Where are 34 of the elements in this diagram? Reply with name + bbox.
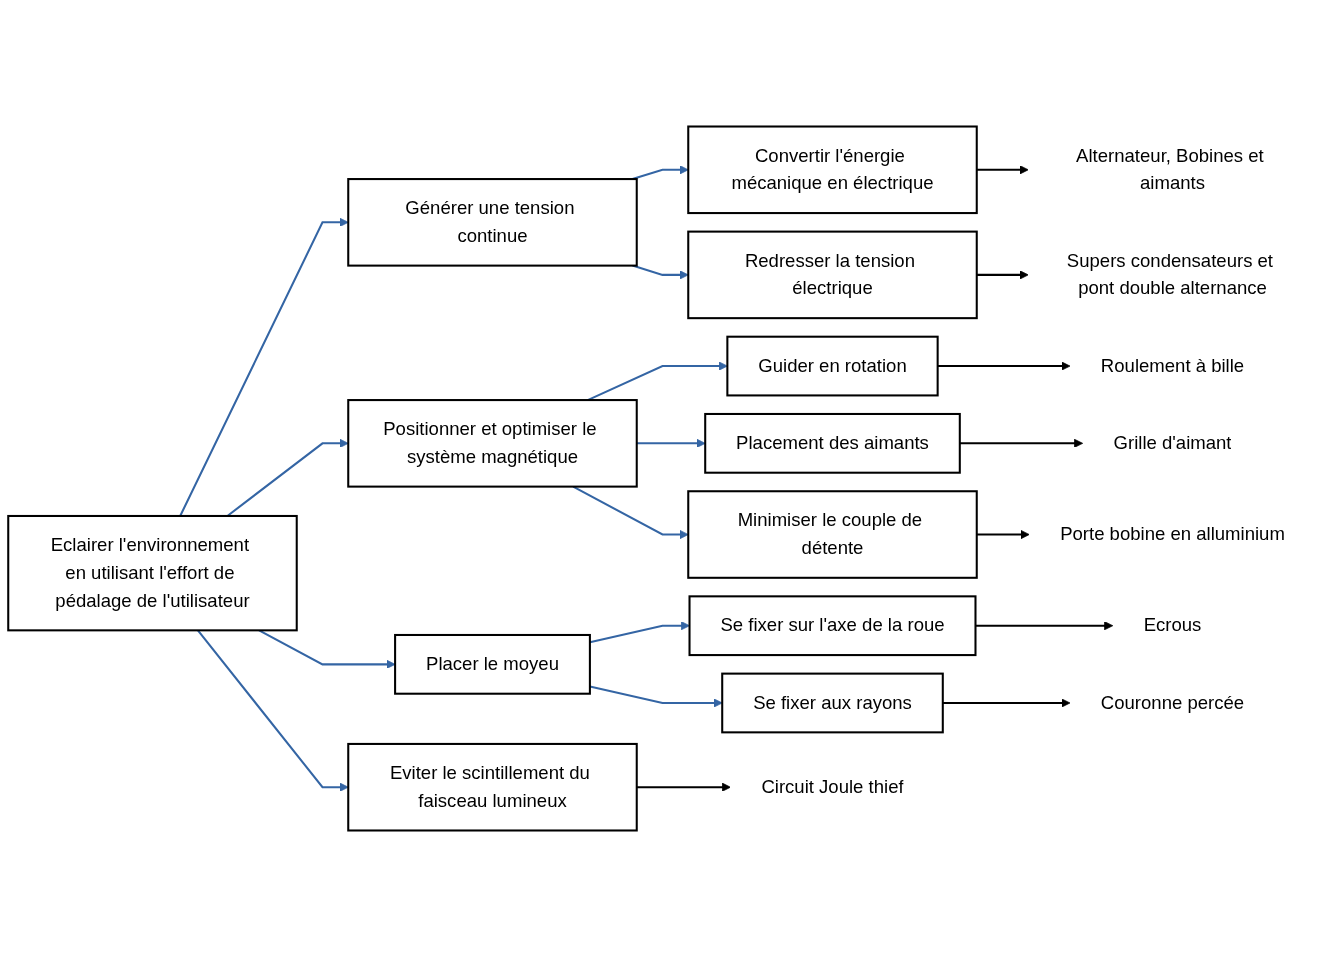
- node-text: Ecrous: [1143, 614, 1202, 636]
- arrow: [587, 361, 728, 401]
- node-text: Grille d'aimant: [1113, 432, 1232, 454]
- node-box: Eviter le scintillement du faisceau lumineux: [347, 742, 638, 832]
- arrow: [632, 264, 689, 280]
- node-box: Générer une tension continue: [347, 178, 638, 267]
- node-box: Placer le moyeu: [394, 633, 591, 695]
- arrow: [937, 361, 1071, 371]
- arrow: [632, 165, 689, 181]
- node-box: Eclairer l'environnement en utilisant l'effort de pédalage de l'utilisateur: [7, 514, 298, 632]
- node-box: Minimiser le couple de détente: [687, 490, 978, 579]
- arrow: [976, 530, 1030, 540]
- node-box: Guider en rotation: [726, 335, 939, 397]
- arrow: [589, 685, 723, 708]
- node-box: Convertir l'énergie mécanique en électrique: [687, 125, 978, 215]
- node-box: Positionner et optimiser le système magnétique: [347, 399, 638, 488]
- node-box: Se fixer aux rayons: [721, 672, 944, 734]
- arrow: [976, 270, 1029, 280]
- arrow: [975, 621, 1114, 631]
- node-text: Circuit Joule thief: [761, 776, 904, 797]
- node-box: Se fixer sur l'axe de la roue: [688, 595, 977, 657]
- arrow: [942, 698, 1071, 708]
- node-box: Redresser la tension électrique: [687, 230, 978, 320]
- arrow: [636, 782, 731, 792]
- arrow: [636, 438, 706, 448]
- arrow: [959, 438, 1084, 448]
- node-text: Porte bobine en alluminium: [1060, 523, 1285, 545]
- arrow: [976, 165, 1029, 175]
- node-box: Placement des aimants: [704, 412, 961, 474]
- node-text: Couronne percée: [1100, 692, 1245, 713]
- arrow: [589, 621, 690, 644]
- node-text: Alternateur, Bobines et aimants: [1076, 145, 1264, 194]
- node-text: Supers condensateurs et pont double alternance: [1066, 250, 1274, 299]
- node-text: Roulement à bille: [1100, 355, 1245, 376]
